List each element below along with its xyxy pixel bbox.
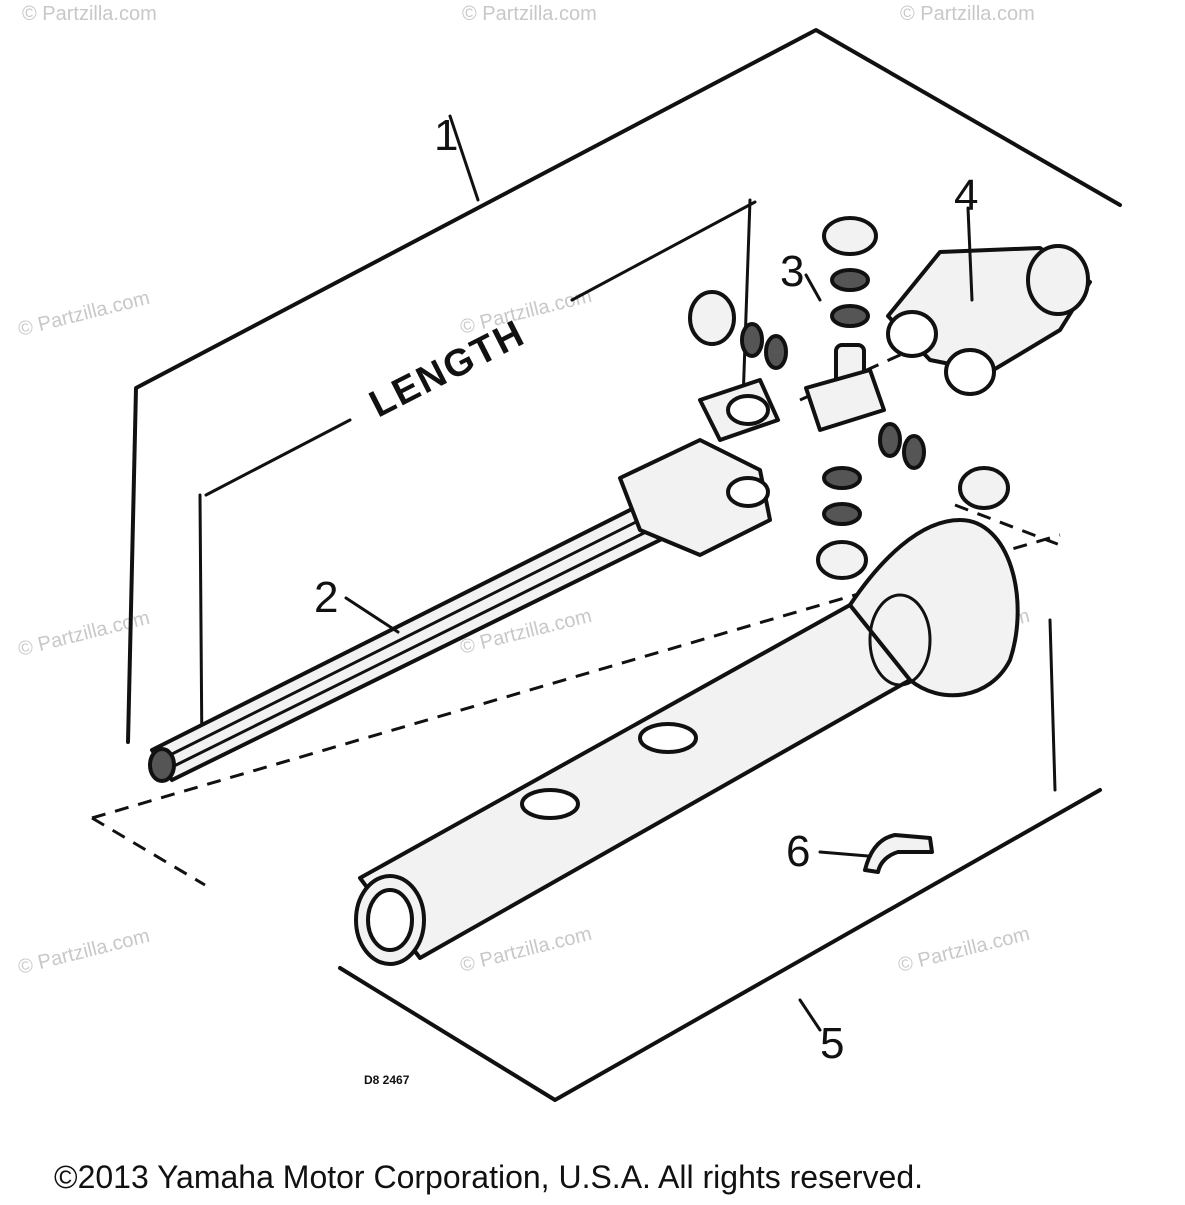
callout-3: 3 xyxy=(780,247,804,296)
watermark: © Partzilla.com xyxy=(896,923,1032,977)
callout-1: 1 xyxy=(434,111,458,160)
watermark: © Partzilla.com xyxy=(900,3,1035,25)
copyright-notice: ©2013 Yamaha Motor Corporation, U.S.A. A… xyxy=(54,1159,923,1195)
callout-numbers: 1 2 3 4 5 6 xyxy=(314,111,978,1068)
watermark: © Partzilla.com xyxy=(16,925,152,979)
drawing-code: D8 2467 xyxy=(364,1073,410,1087)
clip xyxy=(818,833,934,874)
assembly-bracket xyxy=(126,28,1122,744)
callout-4: 4 xyxy=(954,171,978,220)
watermark: © Partzilla.com xyxy=(462,3,597,25)
watermark: © Partzilla.com xyxy=(458,923,594,977)
watermark: © Partzilla.com xyxy=(22,3,157,25)
universal-joint-kit xyxy=(688,216,1010,580)
steering-shaft xyxy=(148,378,780,783)
callout-5: 5 xyxy=(820,1019,844,1068)
watermark: © Partzilla.com xyxy=(16,287,152,341)
yoke xyxy=(886,206,1092,396)
callout-2: 2 xyxy=(314,573,338,622)
callout-6: 6 xyxy=(786,827,810,876)
shaft-tube xyxy=(338,518,1102,1102)
length-label: LENGTH xyxy=(363,312,532,426)
